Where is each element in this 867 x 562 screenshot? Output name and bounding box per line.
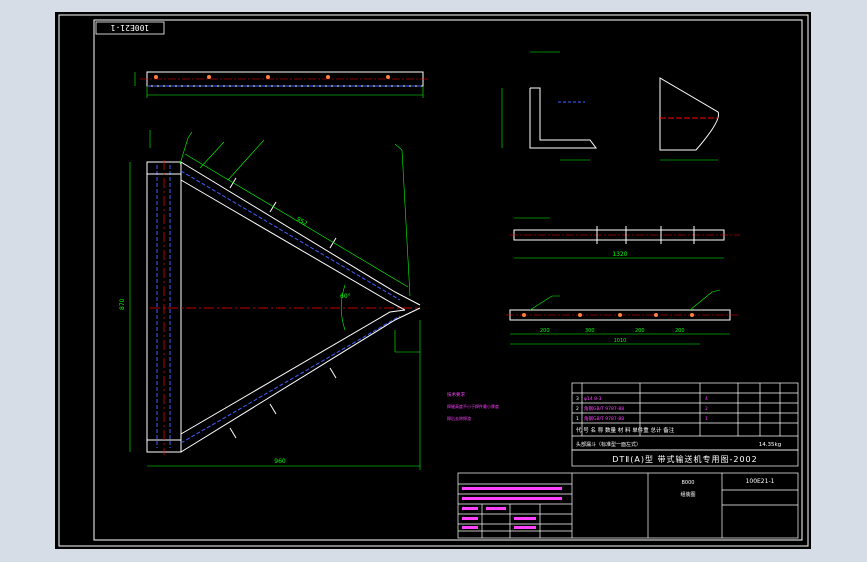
drawing-title: DTⅡ(A)型 带式输送机专用图-2002 <box>612 454 758 464</box>
scale-note: B000 <box>682 480 695 486</box>
title-block-fills <box>462 487 562 529</box>
weight: 14.35kg <box>759 442 781 448</box>
doc-type: 组装图 <box>680 491 695 498</box>
part-row-1-qty: 1 <box>705 416 708 422</box>
part-row-1-no: 1 <box>576 416 579 422</box>
part-row-3-no: 3 <box>576 396 579 402</box>
part-row-2-code: 角钢GB/T 9787-88 <box>584 405 624 412</box>
top-bar-view <box>134 71 430 98</box>
part-row-2-no: 2 <box>576 406 579 412</box>
title-block <box>457 449 799 539</box>
dim-seg-b: 300 <box>585 328 595 334</box>
dim-top-len: 952 <box>295 216 309 228</box>
section-view-gusset <box>659 77 720 161</box>
part-row-2-qty: 2 <box>705 406 708 412</box>
dim-seg-c: 200 <box>635 328 645 334</box>
parts-list-header: 代 号 名 称 数量 材 料 单件重 总计 备注 <box>576 426 675 434</box>
assembly-line: 头部漏斗（标准型一面左式） <box>576 441 641 448</box>
code-tag: 100E21-1 <box>111 23 150 32</box>
drawing-background <box>55 12 811 549</box>
note-1: 焊缝高度不小于焊件最小厚度 <box>447 403 499 409</box>
inner-frame <box>93 19 803 541</box>
side-view-c <box>506 289 740 345</box>
side-view-b <box>510 217 740 259</box>
dim-angle: 60° <box>340 293 351 300</box>
part-row-3-code: φ14 8-3 <box>584 396 602 402</box>
note-2: 焊后去除焊渣 <box>447 415 471 421</box>
triangle-frame-view <box>129 130 421 470</box>
section-view-angle <box>501 51 597 161</box>
outer-frame <box>58 14 809 547</box>
note-title: 技术要求 <box>447 391 465 398</box>
code-tag-box <box>95 21 165 35</box>
dim-height-left: 870 <box>119 298 126 310</box>
part-row-1-code: 角钢GB/T 9787-88 <box>584 415 624 422</box>
dim-seg-d: 200 <box>675 328 685 334</box>
dim-total-width: 960 <box>274 458 286 465</box>
dim-seg-a: 200 <box>540 328 550 334</box>
drawing-code: 100E21-1 <box>746 478 775 485</box>
dim-view-c-len: 1010 <box>614 338 627 344</box>
dim-view-b-len: 1320 <box>612 251 627 258</box>
part-row-3-qty: 4 <box>705 396 708 402</box>
